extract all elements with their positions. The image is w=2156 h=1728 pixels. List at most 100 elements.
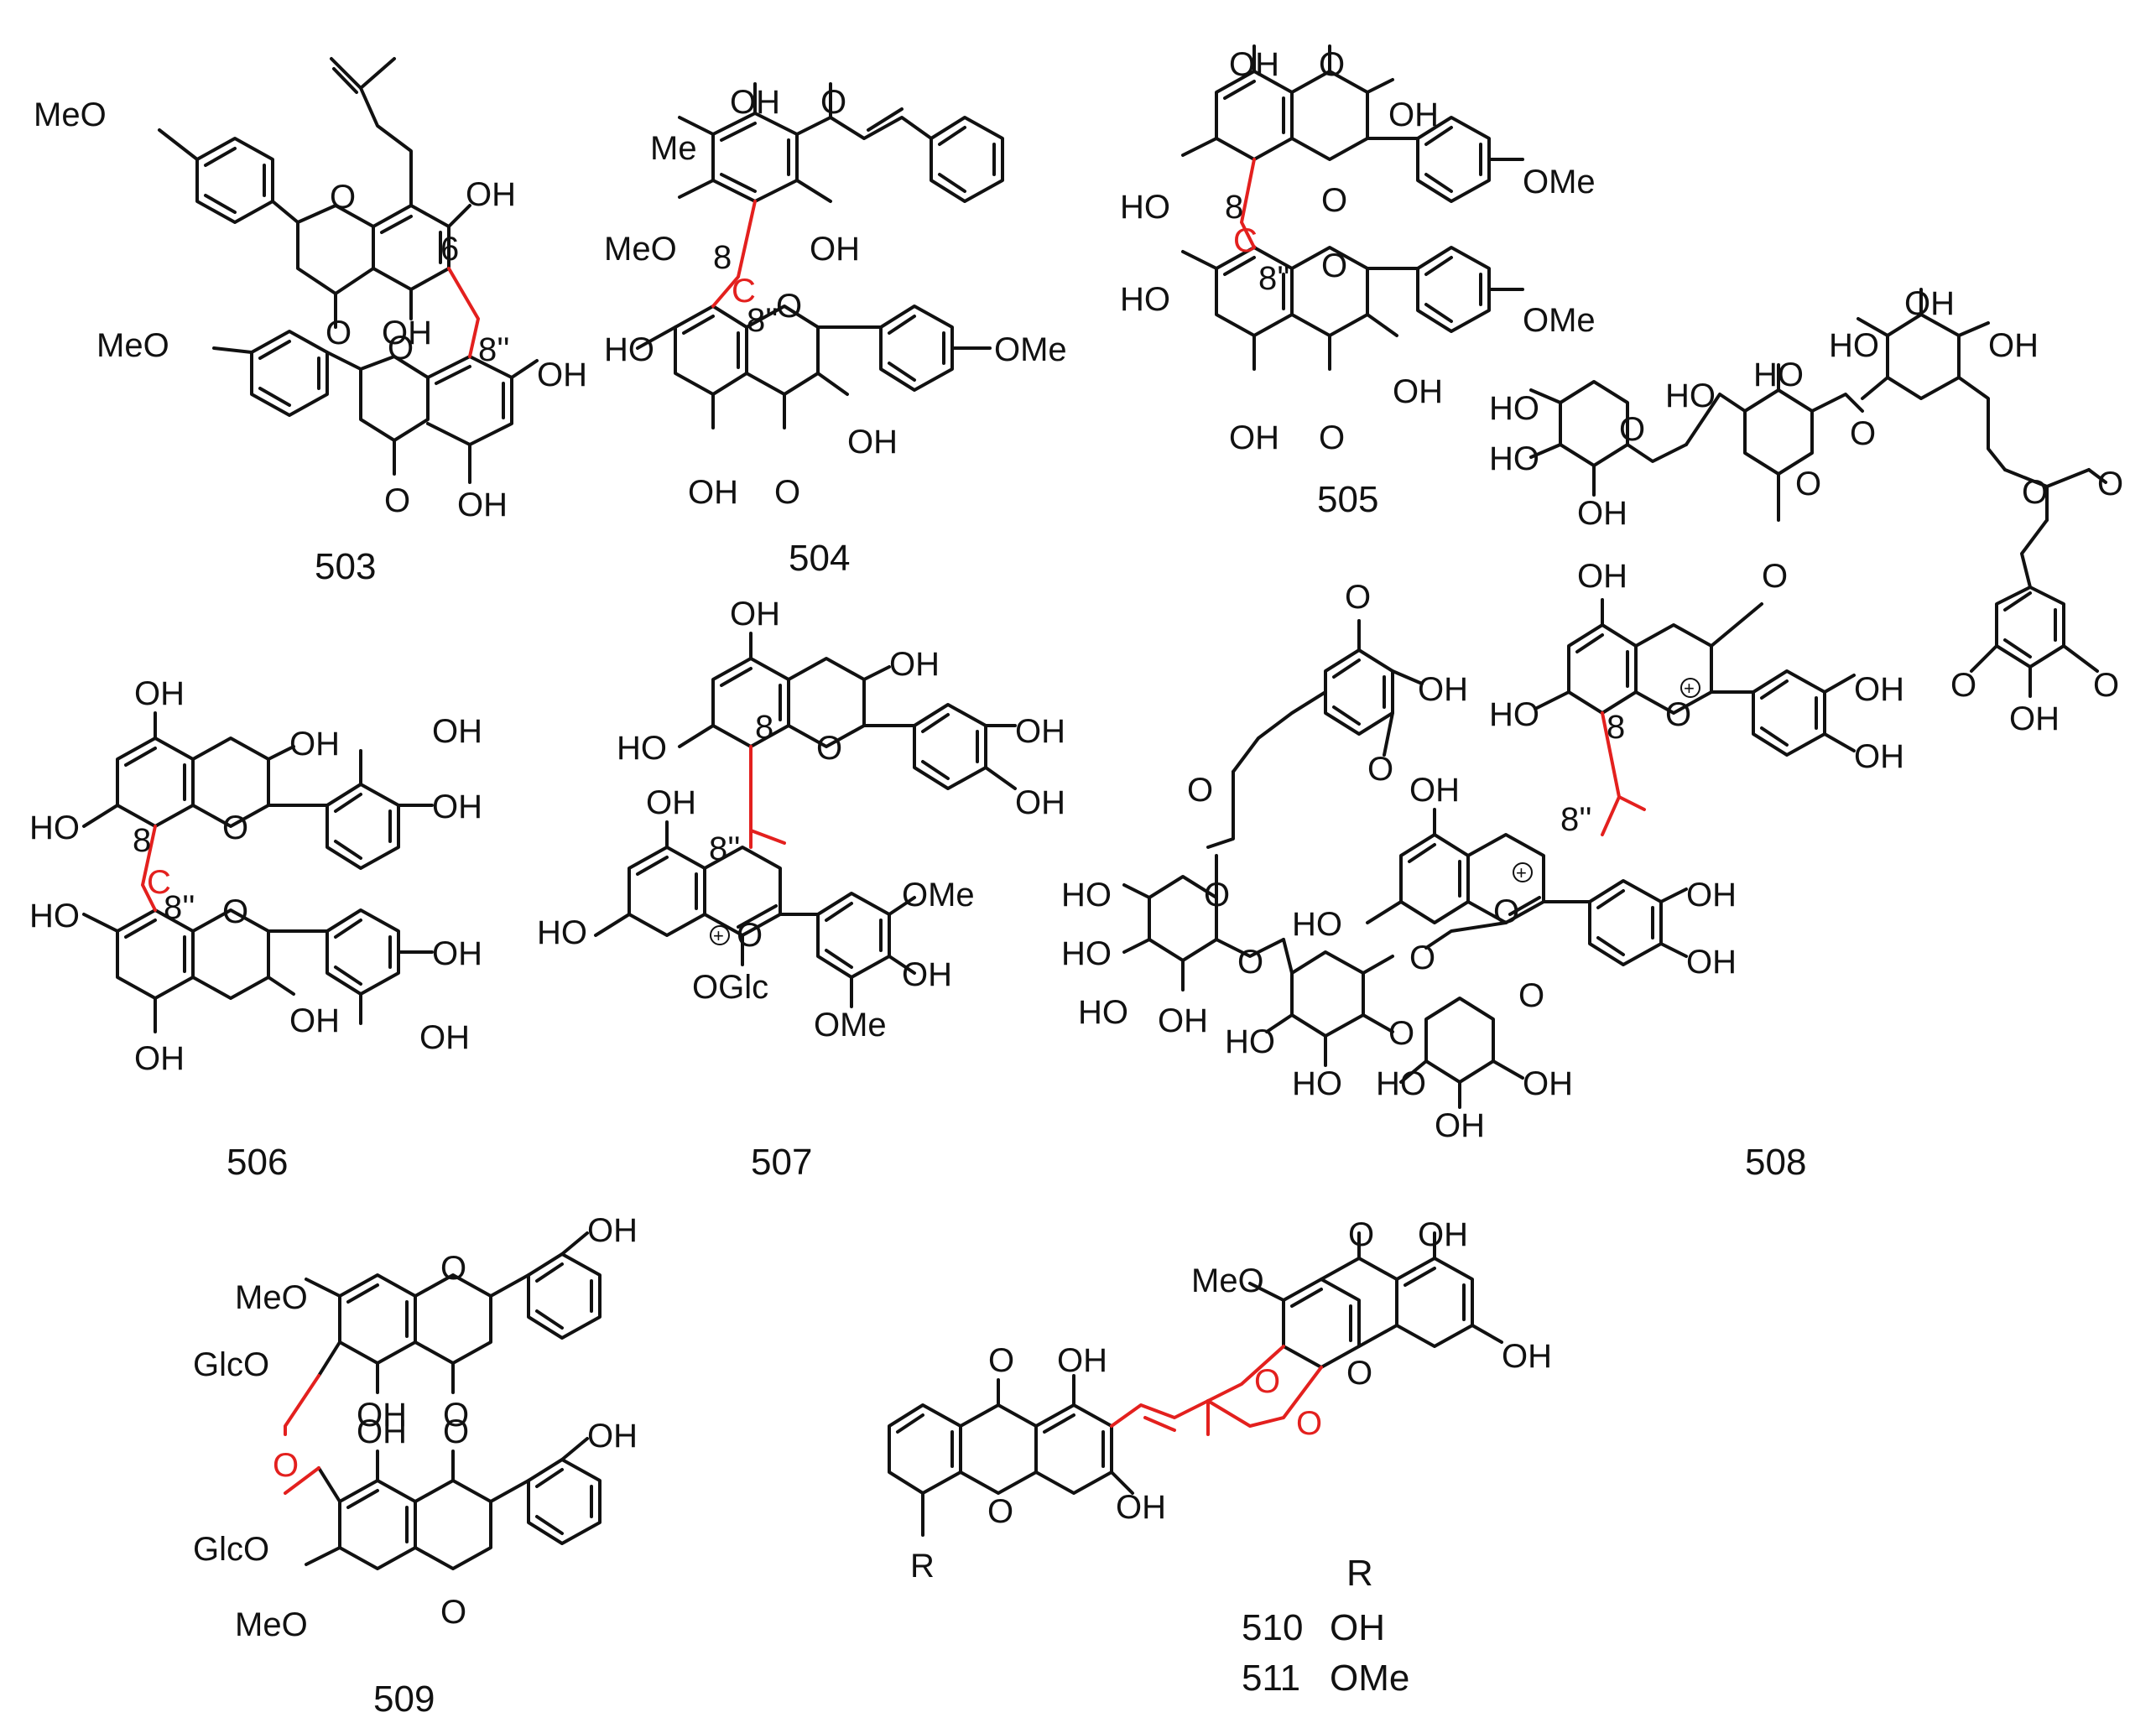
label-509-meo-a: MeO (235, 1279, 308, 1316)
label-505-pos8: 8 (1225, 189, 1243, 226)
label-508-ome-r2: O (2093, 667, 2119, 704)
compound-506-bonds (82, 711, 434, 1033)
compound-number-508: 508 (1745, 1142, 1806, 1183)
compound-number-505: 505 (1317, 479, 1378, 520)
label-504-ho: HO (604, 331, 654, 368)
label-510-o-diox1: O (1254, 1363, 1280, 1400)
label-504-ring-o: O (776, 288, 802, 325)
label-504-pos8: 8 (713, 239, 732, 276)
label-505-ho7b: HO (1120, 281, 1170, 318)
label-507-oh3p: OH (1015, 713, 1065, 750)
label-503-oh2: OH (382, 315, 432, 351)
compound-510-linker (1110, 1345, 1323, 1436)
r-substituent-table: R 510 OH 511 OMe (1242, 1553, 1409, 1699)
label-508-o-carbonyl: O (2097, 466, 2123, 502)
label-510-oh-top: OH (1418, 1216, 1468, 1253)
label-504-me: Me (650, 130, 697, 167)
label-503-pos8pp: 8'' (478, 331, 510, 368)
label-506-ring-ob: O (222, 893, 248, 930)
label-504-c: C (732, 273, 756, 310)
label-508-ho-q3: HO (1078, 994, 1128, 1031)
compound-507-bonds (594, 632, 1017, 1008)
label-505-ring-ob: O (1321, 247, 1347, 284)
label-507-oh3: OH (889, 646, 940, 683)
label-507-pos8: 8 (755, 709, 773, 746)
label-506-oh3p: OH (432, 713, 482, 750)
label-505-oh3b: OH (1393, 373, 1443, 410)
label-508-o-p1: O (1619, 411, 1645, 448)
label-508-oh5: OH (1577, 558, 1627, 595)
label-506-ring-o: O (222, 809, 248, 846)
label-503-o2: O (388, 330, 414, 367)
label-504-pos8pp: 8'' (747, 302, 779, 339)
label-510-oh-right: OH (1502, 1338, 1552, 1375)
compound-505: OH O OH HO 8 O OMe C 8'' HO O OMe OH OH … (1120, 46, 1596, 520)
label-509-ring-ob: O (440, 1594, 466, 1631)
label-510-o-left: O (987, 1493, 1013, 1530)
compound-505-linker (1240, 158, 1256, 249)
label-506-pos8pp: 8'' (164, 889, 195, 926)
label-508-oh4p: OH (1854, 738, 1904, 775)
label-510-o-diox2: O (1296, 1405, 1322, 1442)
compound-508-bonds (1122, 288, 2107, 1109)
label-508-o-gly-b: O (1409, 939, 1435, 976)
compound-number-503: 503 (315, 546, 376, 587)
label-508-o-cy: O (1388, 1015, 1414, 1052)
label-508-ho-q1: HO (1061, 877, 1112, 913)
compound-504-bonds (636, 82, 1004, 429)
label-509-meo-b: MeO (235, 1606, 308, 1643)
label-510-k-left: O (988, 1342, 1014, 1379)
label-510-meo: MeO (1191, 1262, 1264, 1299)
label-507-ho7: HO (617, 730, 667, 767)
label-507-oh5: OH (730, 596, 780, 632)
label-509-o-bridge: O (273, 1447, 299, 1484)
label-509-glco-b: GlcO (193, 1531, 269, 1568)
label-503-oh1: OH (466, 176, 516, 213)
label-508-oh-p3: OH (1577, 495, 1627, 532)
label-508-o-gly: O (1762, 558, 1788, 595)
label-505-oh5b: OH (1229, 419, 1279, 456)
compound-504-linker (711, 200, 757, 308)
compound-508-linker (1601, 711, 1646, 836)
label-507-pos8pp: 8'' (709, 830, 741, 867)
label-510-k-top: O (1348, 1216, 1374, 1253)
compound-510: MeO O OH O O O OH O OH O OH R (910, 1216, 1552, 1585)
label-510-r: R (910, 1548, 935, 1585)
label-508-oh-q4: OH (1158, 1002, 1208, 1039)
label-503-o1: O (330, 179, 356, 216)
label-508-oh3p: OH (1854, 671, 1904, 708)
label-508-ho-b: HO (1292, 906, 1342, 943)
label-503-k1: O (325, 315, 352, 351)
label-505-pos8pp: 8'' (1258, 260, 1290, 297)
label-509-ring-o: O (440, 1250, 466, 1287)
label-508-ho-q2: HO (1061, 935, 1112, 972)
r-table-header: R (1346, 1553, 1373, 1594)
label-504-oh-ring: OH (810, 231, 860, 268)
compound-number-504: 504 (789, 538, 850, 579)
label-506-oh5: OH (134, 675, 185, 712)
label-508-oh-l: OH (1418, 671, 1468, 708)
label-507-oglc: OGlc (692, 969, 768, 1006)
label-508-oh-xy2: OH (1523, 1065, 1573, 1102)
label-508-o-q: O (1204, 877, 1230, 913)
r-table-row-2-r: OMe (1330, 1658, 1409, 1699)
label-507-oh4p: OH (1015, 784, 1065, 821)
label-508-ome-l2: O (1367, 751, 1393, 788)
label-508-oh-r: OH (2009, 700, 2060, 737)
label-508-ho-p1: HO (1489, 390, 1539, 427)
label-507-ring-o: O (816, 730, 842, 767)
label-505-omeb: OMe (1523, 302, 1596, 339)
compound-508: OH HO OH HO O HO OH HO HO O O O O O OH H… (1061, 285, 2123, 1183)
label-504-ome: OMe (994, 331, 1067, 368)
label-508-pos8: 8 (1607, 709, 1625, 746)
label-506-oh4p: OH (432, 789, 482, 825)
label-509-oh5: OH (357, 1397, 407, 1434)
compound-509-linker (284, 1374, 320, 1495)
label-508-oh3pb: OH (1686, 877, 1737, 913)
label-506-oh4pb: OH (432, 935, 482, 972)
label-508-ho-s2: HO (1829, 327, 1879, 364)
label-503-k2: O (384, 482, 410, 519)
compound-504: Me MeO OH OH O 8 C 8'' HO O OMe OH OH O … (604, 84, 1067, 579)
r-table-row-1-r: OH (1330, 1607, 1385, 1648)
